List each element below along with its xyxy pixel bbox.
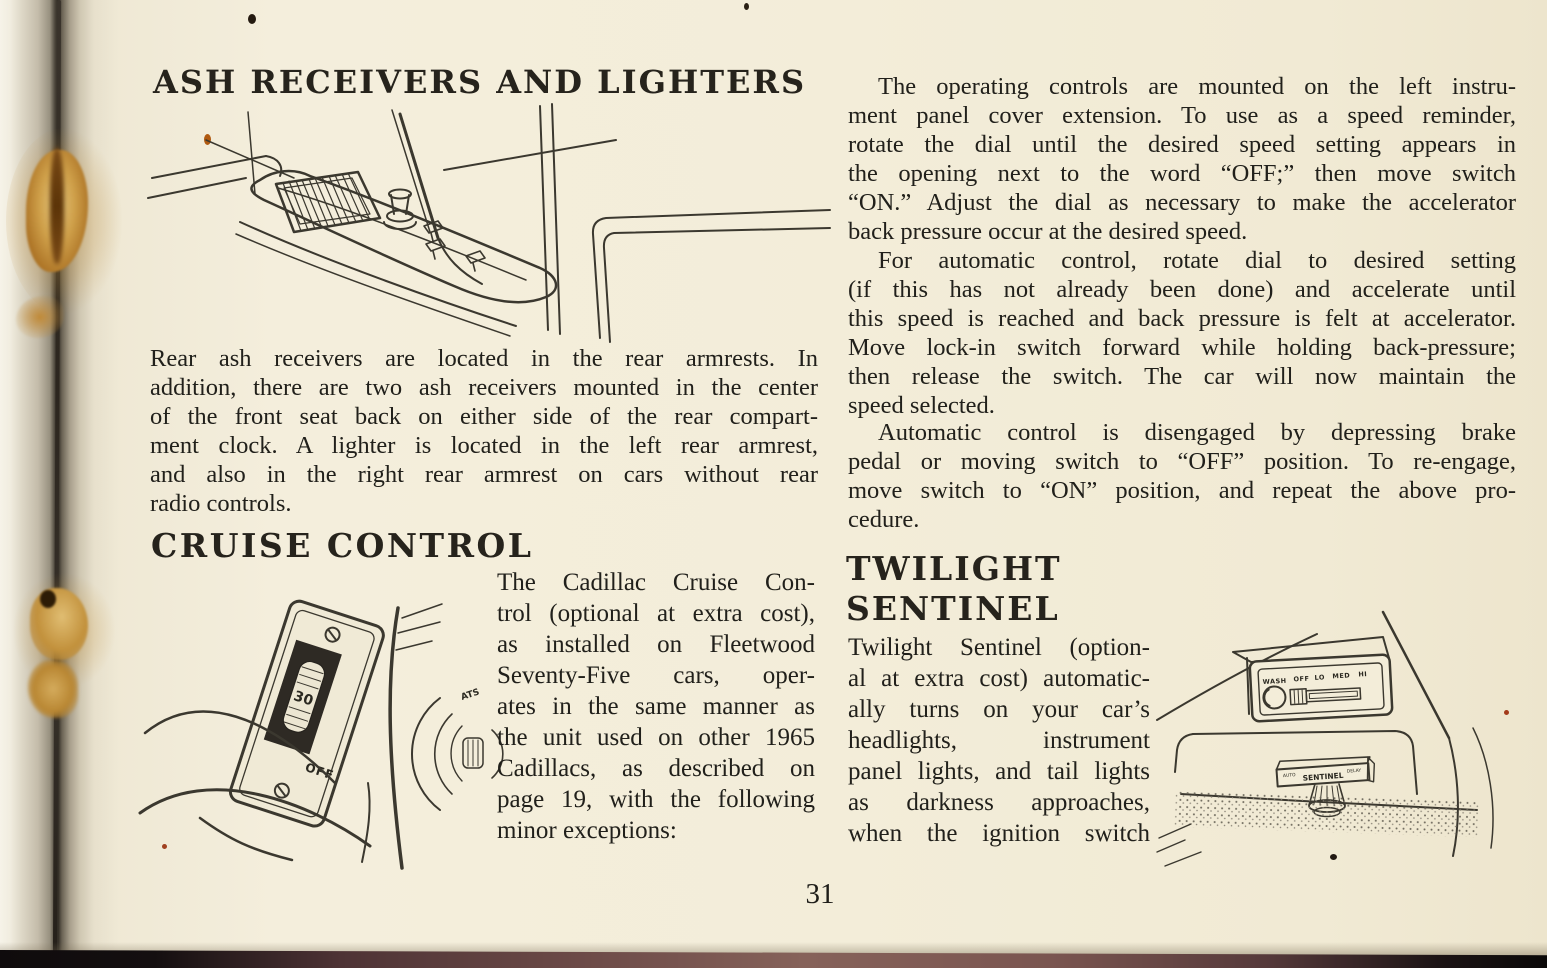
wiper-med-label: MED: [1332, 671, 1350, 680]
text-line: then release the switch. The car will no…: [848, 363, 1516, 390]
ash-receiver-armrest-illustration: [147, 103, 831, 343]
text-line: the opening next to the word “OFF;” then…: [848, 160, 1516, 187]
text-line: Move lock-in switch forward while holdin…: [848, 334, 1516, 361]
seat-belt-line: [398, 112, 440, 240]
text-line: and also in the right rear armrest on ca…: [150, 461, 818, 488]
text-line: when the ignition switch: [848, 820, 1150, 847]
page-number: 31: [805, 878, 835, 910]
section-heading-sentinel: SENTINEL: [846, 589, 1060, 628]
operating-controls-paragraph-3: Automatic control is disengaged by depre…: [848, 418, 1516, 534]
speed-setting-value: 30: [292, 688, 316, 709]
cruise-control-illustration: 30 OFF ATS: [138, 599, 504, 870]
text-line: Cadillacs, as described on: [497, 755, 815, 782]
headlight-knob-sketch: ATS: [388, 603, 504, 870]
text-line: Automatic control is disengaged by depre…: [878, 419, 1516, 446]
text-line: of the front seat back on either side of…: [150, 403, 818, 430]
wiper-off-label: OFF: [1293, 675, 1309, 684]
screw-icon: [324, 626, 341, 643]
sentinel-amplifier-unit: SENTINEL AUTO DELAY: [1275, 756, 1376, 788]
washer-knob: [1262, 685, 1287, 710]
text-line: (if this has not already been done) and …: [848, 276, 1516, 303]
rust-speck: [162, 844, 167, 849]
text-line: ment panel cover extension. To use as a …: [848, 102, 1516, 129]
sentinel-label: SENTINEL: [1302, 771, 1344, 783]
text-line: For automatic control, rotate dial to de…: [878, 247, 1516, 274]
text-line: “ON.” Adjust the dial as necessary to ma…: [848, 189, 1516, 216]
text-line: addition, there are two ash receivers mo…: [150, 374, 818, 401]
text-line: this speed is reached and back pressure …: [848, 305, 1516, 332]
section-heading-cruise-control: CRUISE CONTROL: [151, 526, 534, 565]
lighter-knob: [383, 188, 417, 230]
sentinel-auto-label: AUTO: [1283, 772, 1297, 779]
twilight-sentinel-paragraph: Twilight Sentinel (option-al at extra co…: [848, 632, 1150, 849]
section-heading-twilight: TWILIGHT: [846, 549, 1062, 588]
text-line: the unit used on other 1965: [497, 724, 815, 751]
text-line: trol (optional at extra cost),: [497, 600, 815, 627]
text-line: The operating controls are mounted on th…: [878, 73, 1516, 100]
ash-receivers-paragraph: Rear ash receivers are located in the re…: [150, 344, 818, 518]
screw-icon: [273, 782, 290, 799]
rust-speck: [1504, 710, 1509, 715]
text-line: Rear ash receivers are located in the re…: [150, 345, 818, 372]
text-line: panel lights, and tail lights: [848, 758, 1150, 785]
text-line: rotate the dial until the desired speed …: [848, 131, 1516, 158]
cruise-control-switch-panel: 30 OFF: [228, 599, 385, 828]
text-line: ates in the same manner as: [497, 693, 815, 720]
wiper-hi-label: HI: [1358, 670, 1367, 678]
text-line: speed selected.: [848, 392, 995, 419]
text-line: back pressure occur at the desired speed…: [848, 218, 1248, 245]
text-line: ally turns on your car’s: [848, 696, 1150, 723]
wiper-lo-label: LO: [1314, 673, 1325, 682]
text-line: The Cadillac Cruise Con-: [497, 569, 815, 596]
wiper-slider-track: [1305, 687, 1362, 703]
operating-controls-paragraph-1: The operating controls are mounted on th…: [848, 72, 1516, 246]
text-line: radio controls.: [150, 490, 292, 517]
ash-receiver-tray: [274, 170, 382, 234]
text-line: as installed on Fleetwood: [497, 631, 815, 658]
text-line: minor exceptions:: [497, 817, 677, 844]
wiper-wash-label: WASH: [1262, 677, 1286, 686]
text-line: cedure.: [848, 506, 920, 533]
ink-speck: [248, 14, 256, 24]
rust-speck: [204, 134, 211, 145]
ground-shading: [1174, 790, 1480, 838]
twilight-sentinel-illustration: WASH OFF LO MED HI: [1156, 610, 1494, 867]
text-line: Seventy-Five cars, oper-: [497, 662, 815, 689]
text-line: move switch to “ON” position, and repeat…: [848, 477, 1516, 504]
text-line: Twilight Sentinel (option-: [848, 634, 1150, 661]
text-line: ment clock. A lighter is located in the …: [150, 432, 818, 459]
text-line: as darkness approaches,: [848, 789, 1150, 816]
text-line: al at extra cost) automatic-: [848, 665, 1150, 692]
text-line: pedal or moving switch to “OFF” position…: [848, 448, 1516, 475]
operating-controls-paragraph-2: For automatic control, rotate dial to de…: [848, 246, 1516, 420]
cruise-control-paragraph: The Cadillac Cruise Con-trol (optional a…: [497, 567, 815, 846]
sentinel-delay-label: DELAY: [1347, 768, 1362, 775]
ink-speck: [744, 3, 749, 10]
text-line: page 19, with the following: [497, 786, 815, 813]
knob-partial-label: ATS: [460, 688, 481, 703]
wiper-control-panel: WASH OFF LO MED HI: [1232, 636, 1394, 723]
scan-bottom-band: [0, 949, 1547, 968]
text-line: headlights, instrument: [848, 727, 1150, 754]
ink-speck: [1330, 854, 1337, 860]
section-heading-ash-receivers: ASH RECEIVERS AND LIGHTERS: [153, 63, 807, 101]
